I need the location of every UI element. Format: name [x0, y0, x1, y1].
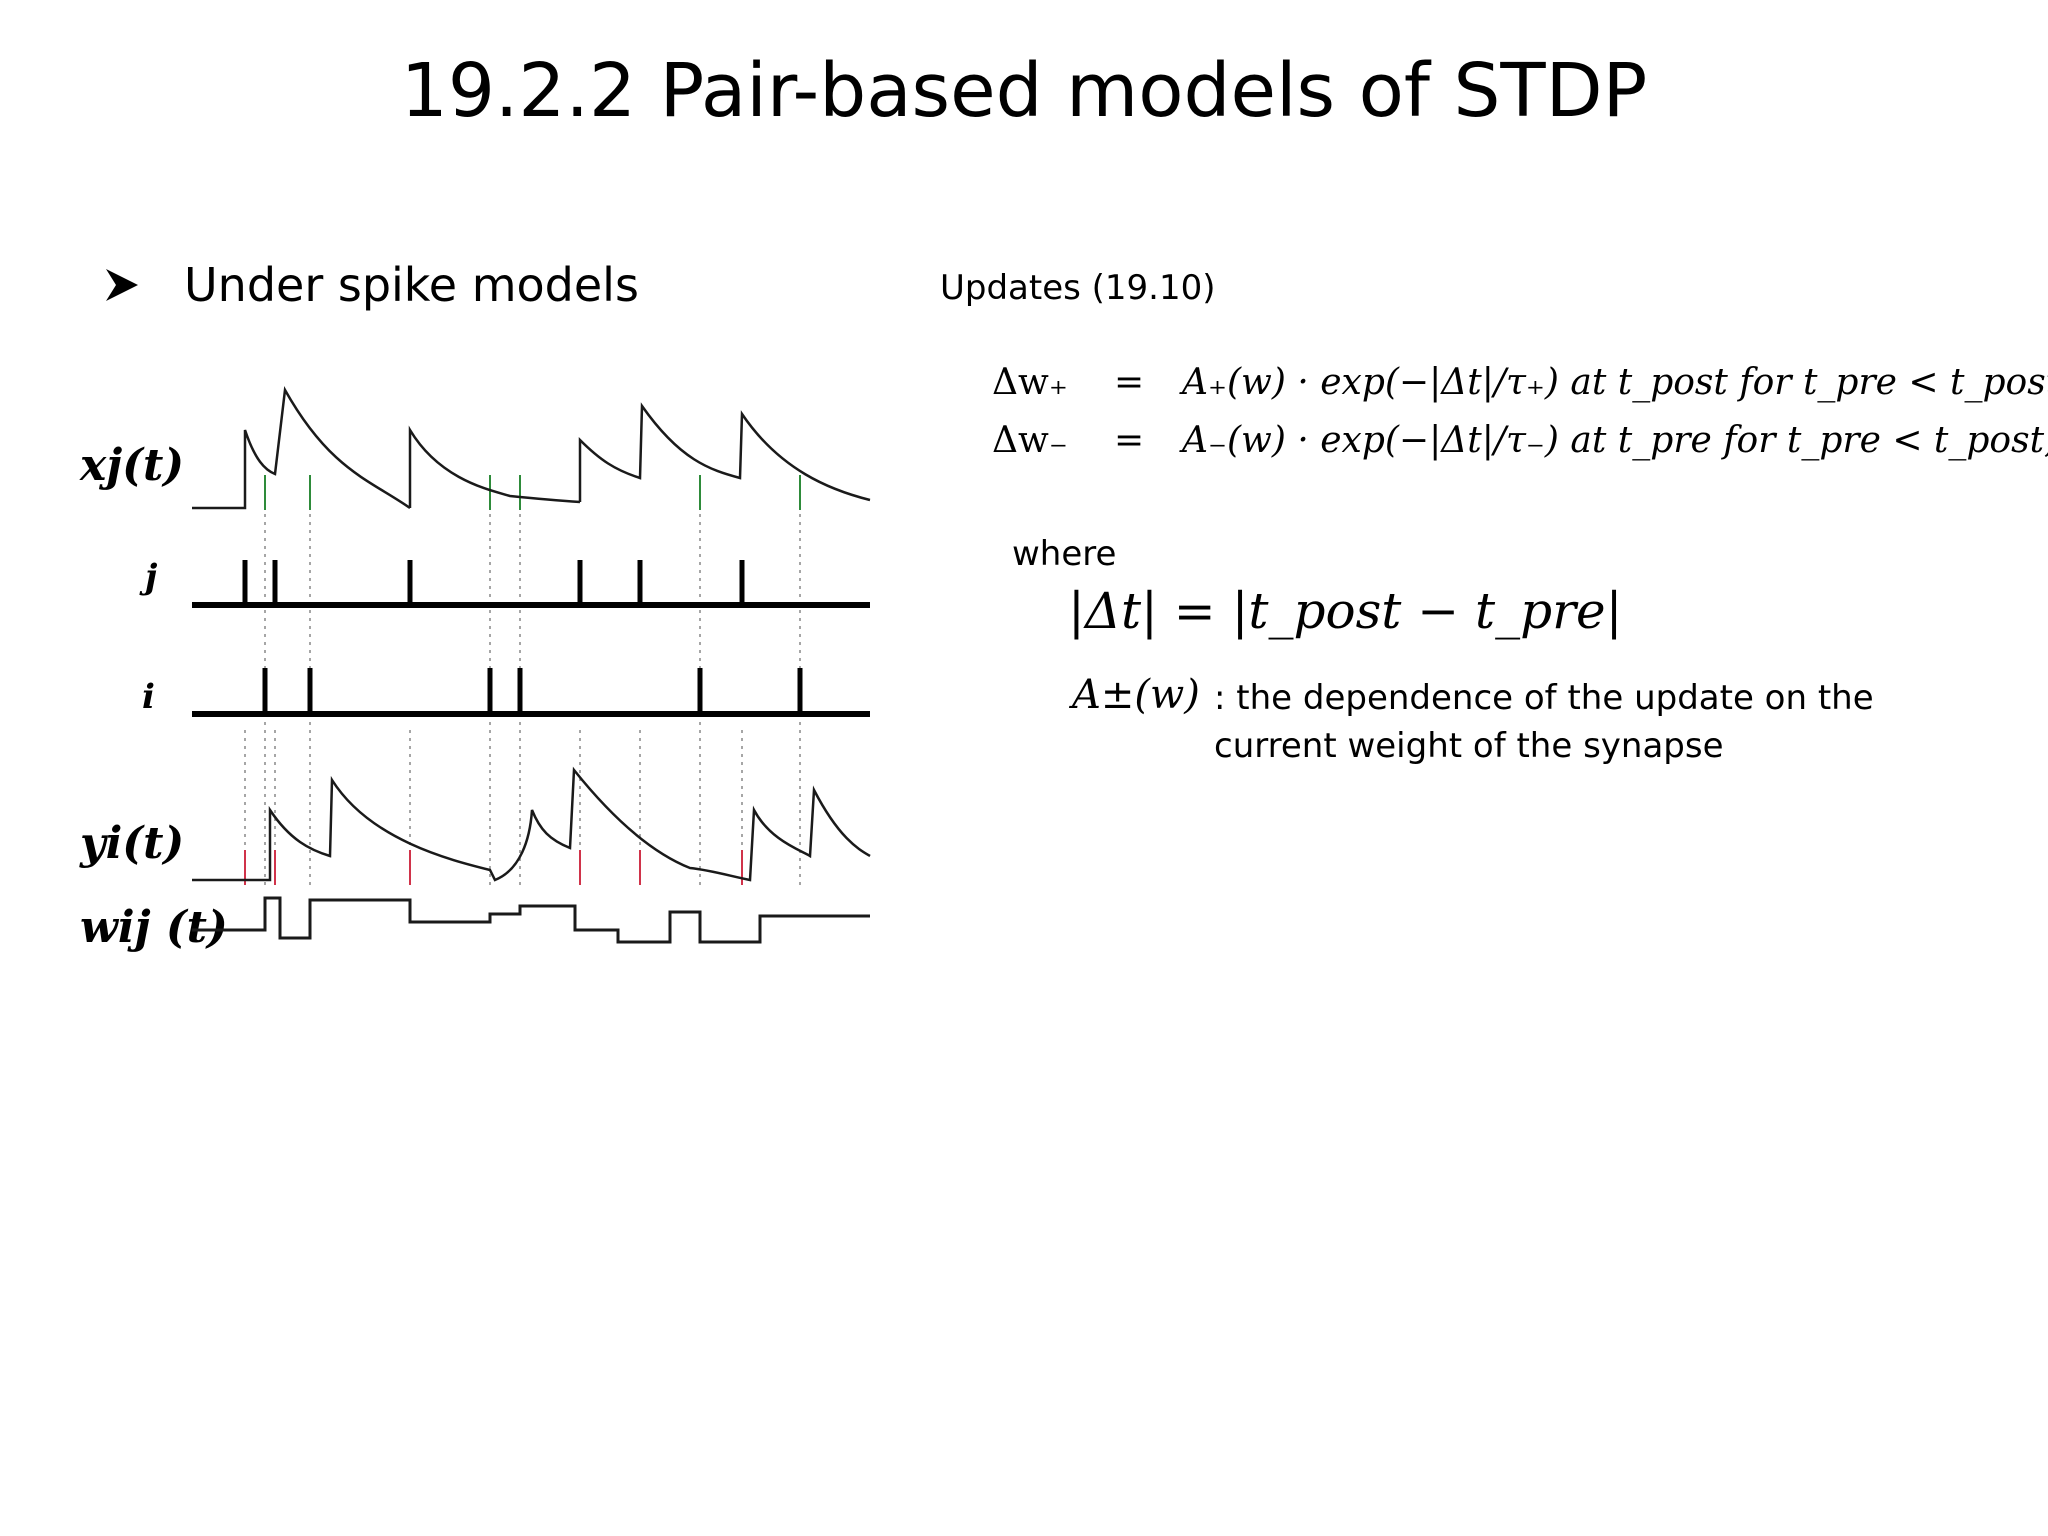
- label-pre-spikes: j: [139, 557, 158, 597]
- pre-spike-train: [242, 560, 745, 605]
- equation-lhs: Δw₊: [992, 362, 1068, 403]
- x-trace-segment-1: [192, 386, 411, 510]
- equation-lhs: Δw₋: [992, 420, 1068, 461]
- bullet-text: Under spike models: [184, 258, 639, 312]
- label-x-trace: xj(t): [79, 440, 184, 491]
- a-pm-symbol: A±(w): [1072, 672, 1200, 718]
- post-spike-train: [262, 668, 803, 714]
- slide-title: 19.2.2 Pair-based models of STDP: [400, 48, 1648, 134]
- equation-rhs: A₊(w) · exp(−|Δt|/τ₊) at t_post for t_pr…: [1182, 362, 2048, 403]
- x-trace-segment-2: [408, 425, 581, 508]
- equation-rhs: A₋(w) · exp(−|Δt|/τ₋) at t_pre for t_pre…: [1182, 420, 2048, 461]
- x-trace-segment-3: [578, 402, 871, 502]
- updates-label: Updates (19.10): [940, 268, 1216, 308]
- where-label: where: [1012, 534, 1117, 574]
- equation-equals: =: [1114, 362, 1145, 403]
- stdp-trace-figure: xj(t) j i yi(t) wij (t): [79, 386, 871, 953]
- a-pm-description: : the dependence of the update on the cu…: [1214, 678, 1874, 766]
- label-weight: wij (t): [80, 902, 228, 953]
- delta-t-definition: |Δt| = |t_post − t_pre|: [1068, 582, 1623, 640]
- equation-equals: =: [1114, 420, 1145, 461]
- y-trace: [192, 766, 871, 882]
- weight-trace: [192, 896, 870, 944]
- arrowhead-bullet-icon: [106, 269, 138, 301]
- bullet-item: Under spike models: [104, 258, 639, 312]
- label-post-spikes: i: [142, 677, 155, 717]
- label-y-trace: yi(t): [79, 818, 184, 869]
